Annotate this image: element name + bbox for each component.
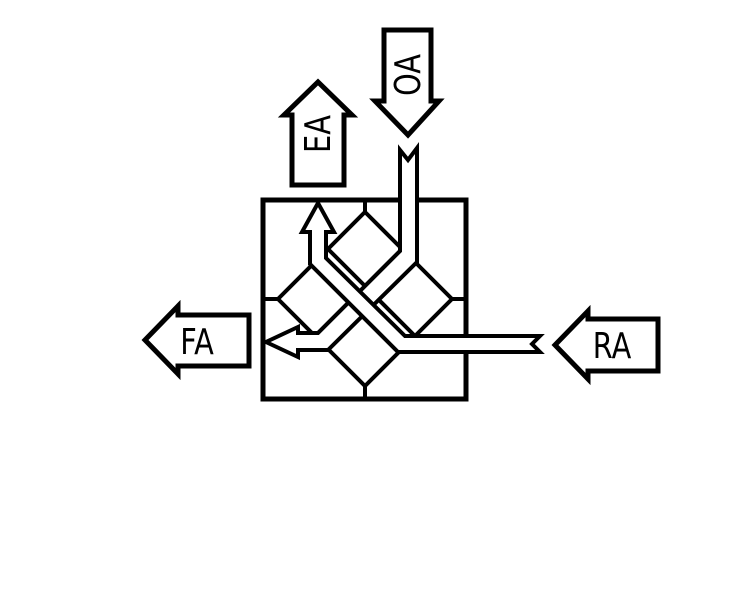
exhaust-air-label: EA	[297, 114, 339, 153]
return-air-label: RA	[593, 325, 632, 367]
outdoor-air-arrow: OA	[369, 27, 445, 139]
return-air-arrow: RA	[551, 304, 661, 386]
exhaust-air-arrow: EA	[277, 78, 359, 188]
fresh-air-arrow: FA	[141, 299, 252, 381]
outdoor-air-flow-path	[261, 142, 419, 361]
outdoor-air-label: OA	[387, 53, 429, 95]
return-air-flow-path	[298, 198, 545, 354]
fresh-air-label: FA	[180, 321, 214, 363]
